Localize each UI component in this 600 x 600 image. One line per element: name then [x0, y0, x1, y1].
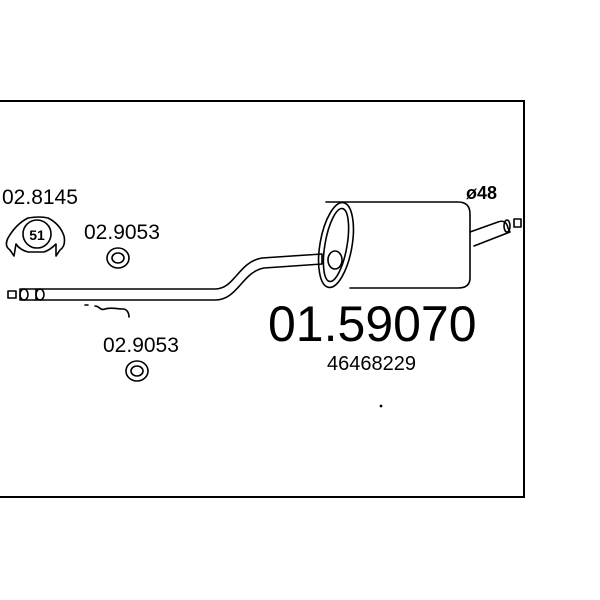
muffler-inlet-port	[327, 250, 343, 270]
muffler	[317, 201, 471, 289]
ring-gasket-1-icon	[106, 247, 130, 269]
accessory-code-3: 02.9053	[103, 334, 179, 357]
hanger-mark	[84, 304, 130, 318]
oe-number: 46468229	[327, 353, 416, 375]
outlet-end-cap	[513, 218, 522, 228]
inlet-pipe	[7, 253, 323, 301]
gasket-badge: 51	[29, 227, 45, 243]
inlet-end-cap	[7, 290, 17, 299]
accessory-code-2: 02.9053	[84, 221, 160, 244]
outlet-pipe	[469, 218, 522, 247]
ring-gasket-2-icon	[125, 360, 149, 382]
accessory-code-1: 02.8145	[2, 186, 78, 209]
diagram-frame	[0, 100, 525, 498]
part-number: 01.59070	[268, 296, 477, 352]
flange-gasket-icon	[5, 216, 66, 257]
diameter-label: ø48	[466, 183, 497, 203]
stray-dot	[379, 404, 383, 408]
